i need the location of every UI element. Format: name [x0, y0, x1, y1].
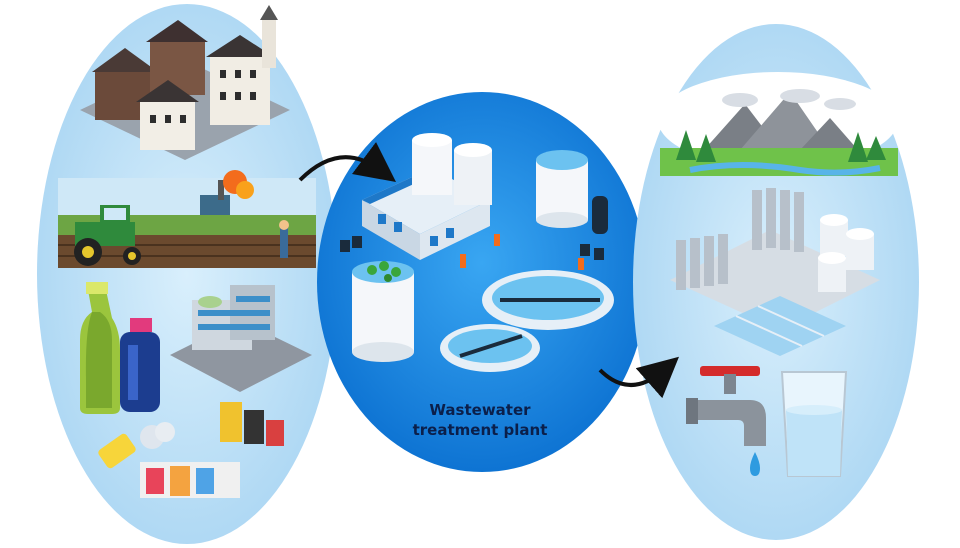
wastewater-treatment-label: Wastewater treatment plant [400, 400, 560, 440]
pesticides-pharmaceuticals-icon [98, 402, 284, 498]
water-purification-plant-icon [670, 188, 880, 356]
town-buildings-icon [80, 5, 290, 160]
nature-landscape-icon [658, 72, 898, 176]
factory-building-icon [170, 285, 312, 392]
flow-arrow-to-treatment [298, 142, 397, 182]
right-oval [633, 24, 919, 540]
farm-tractor-icon [58, 170, 316, 268]
treatment-facility-icon [340, 133, 614, 372]
household-chemicals-icon [80, 282, 160, 414]
center-oval [317, 92, 647, 472]
center-label-line1: Wastewater [429, 401, 531, 419]
left-oval [37, 4, 337, 544]
flow-arrow-to-clean-water [598, 356, 680, 399]
center-label-line2: treatment plant [412, 421, 548, 439]
tap-water-glass-icon [686, 366, 848, 477]
